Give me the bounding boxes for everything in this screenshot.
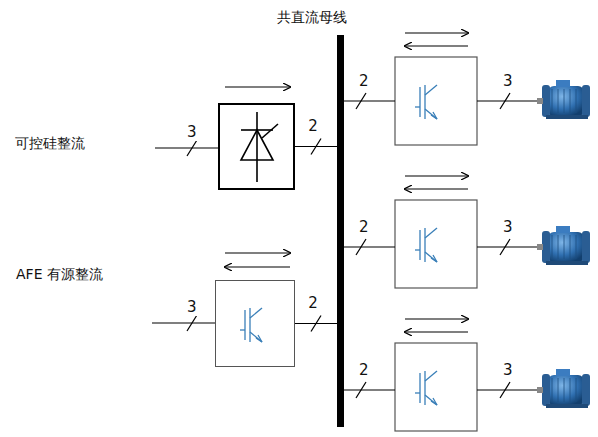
dc-bus-bar: 共直流母线 [337,35,344,427]
wire-count: 2 [358,362,370,379]
wire-count: 3 [186,124,198,141]
wire-count: 2 [358,73,370,90]
wire-count: 3 [186,299,198,316]
node-heading: AFE 有源整流 [16,266,103,283]
inverter-group [344,33,590,145]
wire-count: 2 [307,295,319,312]
afe-rectifier-box: AFE 有源整流 [215,280,295,367]
wire-count: 3 [502,362,514,379]
node-heading: 可控硅整流 [15,135,85,152]
wire-count-slash [311,316,321,332]
inverter-group [344,176,590,288]
thyristor-rectifier-box: 可控硅整流 [218,103,295,190]
wire-count: 3 [502,73,514,90]
wire-count: 2 [307,118,319,135]
inverter-group [344,319,590,431]
motor-icon [537,369,590,408]
wire-count: 2 [358,219,370,236]
wire-count-slash [311,139,321,155]
wire-count: 3 [502,219,514,236]
node-heading: 共直流母线 [277,9,347,26]
motor-icon [537,226,590,265]
motor-icon [537,80,590,119]
